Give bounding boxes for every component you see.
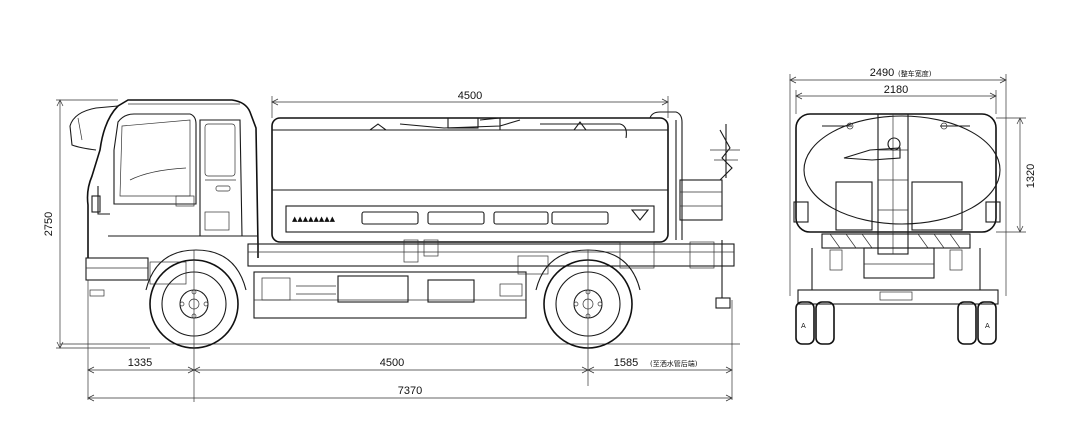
rear-equipment <box>679 124 740 309</box>
wheel-mark-right: A <box>985 322 990 330</box>
front-wheel <box>145 249 247 349</box>
rear-wheels-left: A <box>795 301 835 345</box>
dim-wheelbase: 4500 <box>380 357 404 369</box>
cab <box>69 99 259 297</box>
dim-rear-overhang: 1585 <box>614 357 638 369</box>
rear-tank <box>793 113 1001 255</box>
side-view: ▲▲▲▲▲▲▲▲ <box>43 90 740 402</box>
rear-wheels-right: A <box>957 301 997 345</box>
chassis <box>149 239 735 319</box>
dim-front-overhang: 1335 <box>128 357 152 369</box>
dim-rear-overhang-note: (至洒水管后端) <box>650 359 698 368</box>
dim-width-overall-note: (整车宽度) <box>898 69 932 78</box>
dim-tank-width: 2180 <box>884 84 908 96</box>
rear-dimensions: 2490 (整车宽度) 2180 1320 <box>789 67 1037 296</box>
dim-tank-height: 1320 <box>1025 164 1037 188</box>
rear-chassis <box>797 233 999 305</box>
dim-height-overall: 2750 <box>43 212 55 236</box>
dim-tank-length: 4500 <box>458 90 482 102</box>
dim-length-overall: 7370 <box>398 385 422 397</box>
wheel-mark-left: A <box>801 322 806 330</box>
tank: ▲▲▲▲▲▲▲▲ <box>271 111 683 243</box>
dim-width-overall: 2490 <box>870 67 894 79</box>
rear-view: A A 2490 (整车宽度) 2180 13 <box>789 67 1037 345</box>
tank-plate-text: ▲▲▲▲▲▲▲▲ <box>292 215 336 223</box>
side-dimensions: 2750 4500 1335 4500 1585 (至洒水管后端) 7370 <box>43 90 733 402</box>
